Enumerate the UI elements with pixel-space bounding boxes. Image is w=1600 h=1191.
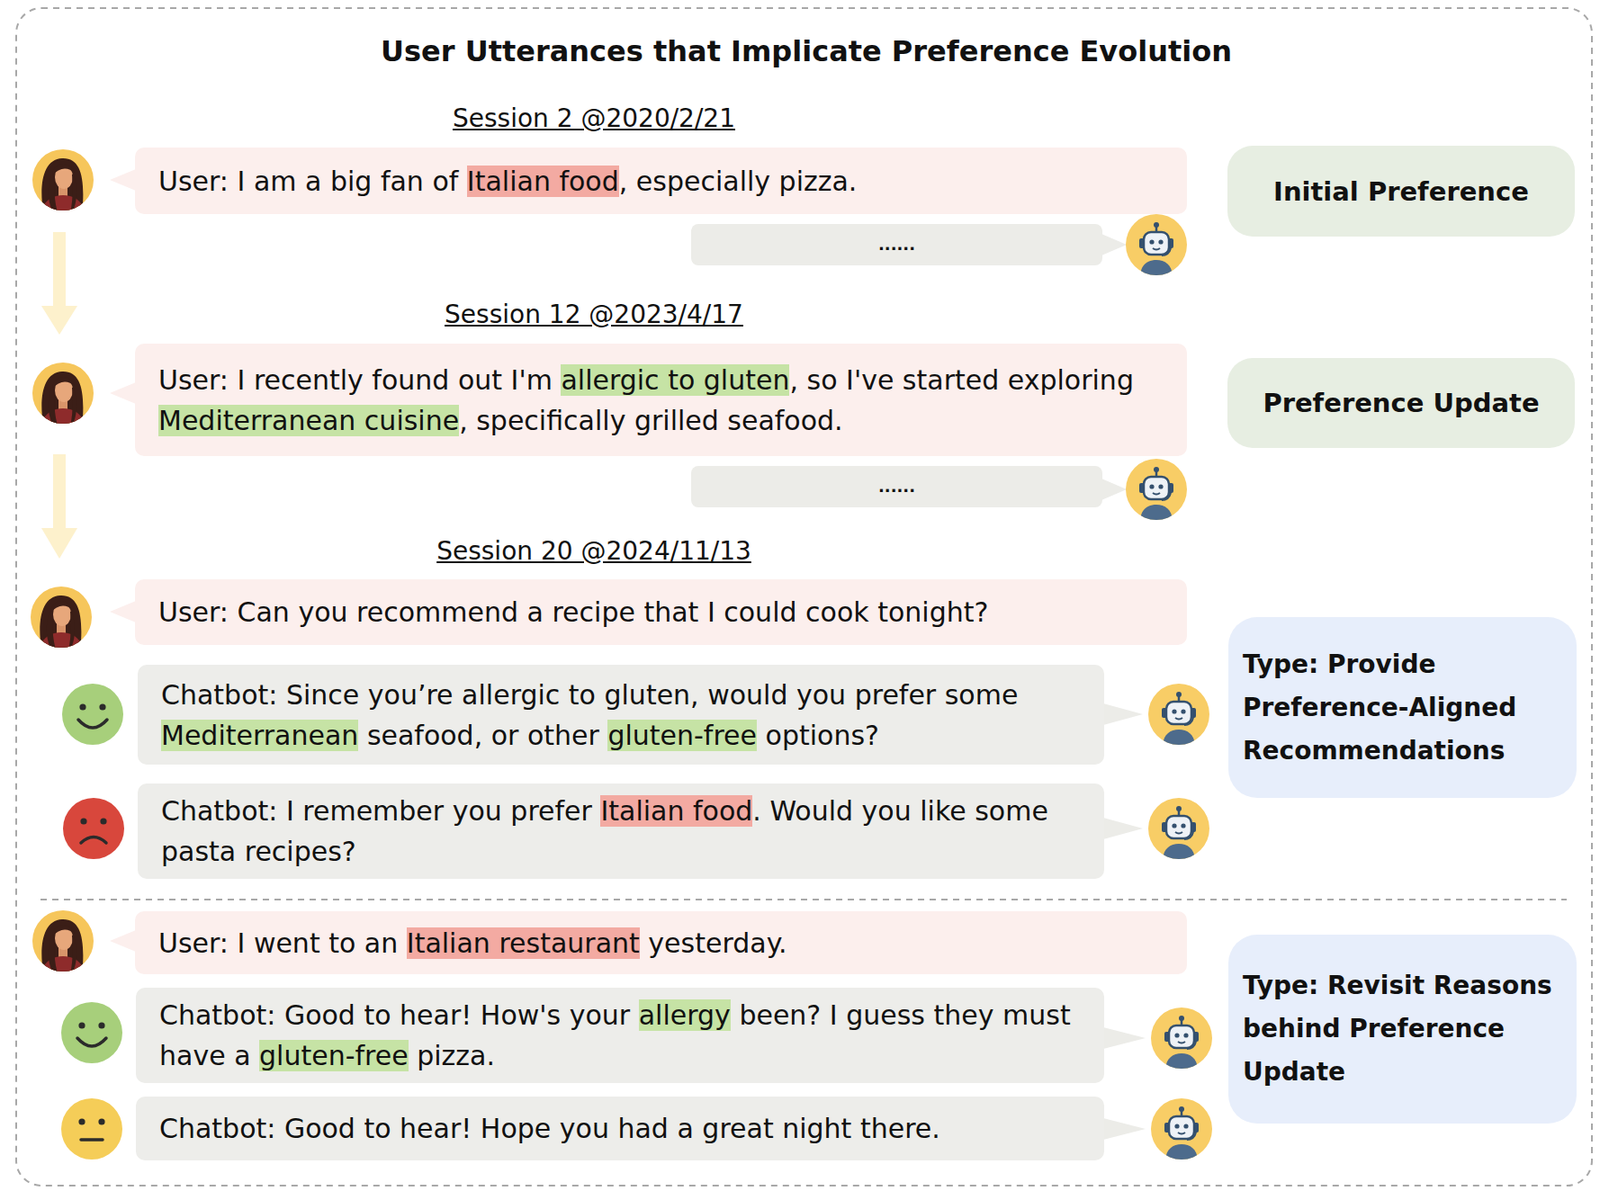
new-preference-highlight: gluten-free: [259, 1040, 409, 1072]
utterance-text: Chatbot: Good to hear! Hope you had a gr…: [159, 1108, 1081, 1150]
old-preference-highlight: Italian restaurant: [406, 927, 640, 960]
new-preference-highlight: Mediterranean cuisine: [158, 404, 459, 437]
user-bubble: User: I recently found out I'm allergic …: [134, 343, 1187, 457]
utterance-text: User: I went to an Italian restaurant ye…: [158, 923, 1164, 964]
session-header: Session 12 @2023/4/17: [444, 298, 744, 331]
bubble-tail: [1103, 1118, 1146, 1141]
chatbot-bubble: Chatbot: Good to hear! How's your allerg…: [135, 988, 1105, 1084]
outer-frame: [16, 8, 1592, 1187]
chatbot-bubble: Chatbot: Since you’re allergic to gluten…: [137, 665, 1105, 765]
robot-avatar: [1150, 1007, 1213, 1071]
robot-avatar: [1148, 683, 1210, 747]
separator-line: [40, 898, 1567, 901]
annotation-label: Initial Preference: [1238, 173, 1565, 210]
utterance-text: User: Can you recommend a recipe that I …: [158, 592, 1164, 633]
chatbot-bubble: Chatbot: I remember you prefer Italian f…: [137, 783, 1105, 880]
arrow-shaft: [53, 454, 66, 531]
utterance-text: Chatbot: Since you’re allergic to gluten…: [161, 674, 1081, 756]
annotation-box: Preference Update: [1227, 358, 1575, 449]
bubble-tail: [109, 169, 136, 191]
annotation-box: Type: Provide Preference-Aligned Recomme…: [1228, 617, 1577, 799]
bubble-tail: [1103, 703, 1143, 726]
user-avatar: [30, 586, 92, 654]
user-bubble: User: I am a big fan of Italian food, es…: [134, 147, 1187, 215]
sad-face: [62, 798, 125, 860]
ellipsis-text: ......: [700, 233, 1094, 256]
robot-avatar: [1150, 1098, 1213, 1162]
bubble-tail: [109, 382, 136, 405]
utterance-text: User: I am a big fan of Italian food, es…: [158, 161, 1164, 202]
robot-avatar: [1148, 798, 1210, 862]
old-preference-highlight: Italian food: [467, 165, 620, 198]
bubble-tail: [109, 601, 136, 623]
user-avatar: [32, 362, 94, 430]
utterance-text: Chatbot: I remember you prefer Italian f…: [161, 791, 1081, 872]
old-preference-highlight: Italian food: [600, 795, 753, 827]
new-preference-highlight: allergy: [638, 999, 731, 1032]
figure-title: User Utterances that Implicate Preferenc…: [380, 33, 1232, 70]
session-header: Session 2 @2020/2/21: [452, 102, 736, 135]
neutral-face: [61, 1098, 123, 1160]
arrow-shaft: [53, 232, 66, 308]
bubble-tail: [109, 930, 136, 953]
bubble-tail: [1101, 233, 1127, 256]
bubble-tail: [1101, 478, 1127, 501]
robot-avatar: [1125, 458, 1187, 522]
annotation-box: Initial Preference: [1227, 145, 1575, 237]
bubble-tail: [1103, 817, 1143, 840]
ellipsis-bubble: ......: [691, 224, 1103, 266]
user-bubble: User: Can you recommend a recipe that I …: [134, 579, 1187, 646]
chatbot-bubble: Chatbot: Good to hear! Hope you had a gr…: [135, 1096, 1105, 1161]
happy-face: [62, 683, 124, 746]
new-preference-highlight: gluten-free: [607, 719, 757, 752]
happy-face: [61, 1002, 123, 1064]
user-avatar: [32, 910, 94, 978]
user-avatar: [32, 149, 94, 216]
new-preference-highlight: allergic to gluten: [560, 364, 790, 396]
session-header: Session 20 @2024/11/13: [436, 535, 752, 567]
arrow-head: [41, 305, 78, 335]
new-preference-highlight: Mediterranean: [161, 719, 359, 752]
annotation-label: Type: Revisit Reasons behind Preference …: [1242, 964, 1563, 1095]
robot-avatar: [1125, 214, 1187, 278]
annotation-box: Type: Revisit Reasons behind Preference …: [1228, 934, 1577, 1124]
ellipsis-bubble: ......: [691, 466, 1103, 508]
arrow-head: [41, 528, 78, 559]
ellipsis-text: ......: [700, 476, 1094, 498]
utterance-text: User: I recently found out I'm allergic …: [158, 359, 1164, 441]
user-bubble: User: I went to an Italian restaurant ye…: [134, 911, 1187, 975]
annotation-label: Preference Update: [1238, 385, 1565, 422]
annotation-label: Type: Provide Preference-Aligned Recomme…: [1242, 643, 1563, 774]
bubble-tail: [1103, 1027, 1146, 1050]
utterance-text: Chatbot: Good to hear! How's your allerg…: [159, 995, 1081, 1077]
